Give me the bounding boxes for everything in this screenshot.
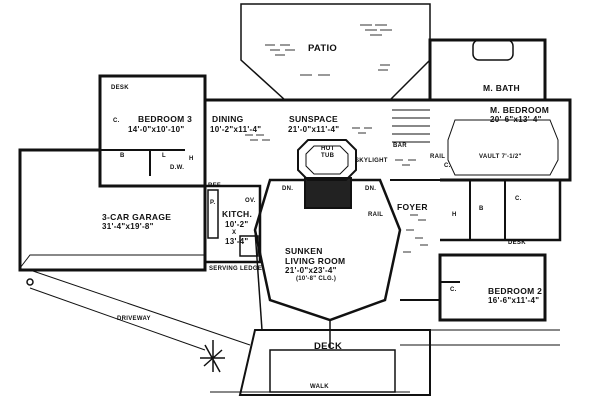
sunspace-size: 21'-0"x11'-4" [288,125,340,134]
master-bedroom-size: 20'-6"x13'-4" [490,115,542,124]
kitchen-size-1: 10'-2" [225,220,249,229]
living-room-walls [253,178,402,322]
closet-label-hall: C. [515,196,522,202]
bedroom3-size: 14'-0"x10'-10" [128,125,185,134]
hall-walls [440,178,562,242]
deck-step-lines [400,329,560,346]
bar-label: BAR [393,143,407,149]
vault-label: VAULT 7'-1/2" [479,154,522,160]
dining-label: DINING [212,114,244,124]
foyer-walls [390,179,440,301]
kitchen-size-2: 13'-4" [225,237,249,246]
master-bedroom-label: M. BEDROOM [490,105,550,115]
patio-label: PATIO [308,43,338,54]
kitchen-size-x: X [232,230,237,236]
closet-label-b3: C. [113,118,120,124]
foyer-label: FOYER [397,202,428,212]
bedroom2-size: 16'-6"x11'-4" [488,296,540,305]
living-size: 21'-0"x23'-4" [285,266,337,275]
closet-label-b2: C. [450,287,457,293]
garage-label: 3-CAR GARAGE [102,212,172,222]
desk-label-hall: DESK [508,240,526,246]
bath-label-hall: B [479,206,484,212]
hall-label-right: H [452,212,457,218]
bedroom3-label: BEDROOM 3 [138,114,193,124]
bedroom2-walls [438,253,547,322]
deck-label: DECK [314,341,343,352]
hot-tub-outline [297,139,357,181]
closet-label-mb: C. [444,163,451,169]
garage-marker-circle [26,278,34,286]
skylight-label: SKYLIGHT [355,158,388,164]
hot-tub-label-1: HOT [321,146,335,152]
living-label-1: SUNKEN [285,246,323,256]
living-label-2: LIVING ROOM [285,256,346,266]
garage-door-line [19,254,205,269]
ov-label: OV. [245,198,256,204]
linen-label-b3: L [162,153,166,159]
living-ceiling: (10'-8" CLG.) [296,276,337,282]
dn-label-2: DN. [365,186,377,192]
pantry-label: P. [210,200,216,206]
ref-label: REF. [208,183,223,189]
dw-label: D.W. [170,165,185,171]
kitchen-label: KITCH. [222,209,253,219]
master-bath-label: M. BATH [483,83,520,93]
bedroom3-desk-label: DESK [111,85,129,91]
bedroom2-label: BEDROOM 2 [488,286,543,296]
walk-label: WALK [310,384,329,390]
garage-size: 31'-4"x19'-8" [102,222,154,231]
dn-label-1: DN. [282,186,294,192]
hot-tub-label-2: TUB [321,153,335,159]
driveway-label: DRIVEWAY [117,316,151,322]
fireplace [304,177,352,209]
dining-size: 10'-2"x11'-4" [210,125,262,134]
plant-symbol [200,340,225,373]
sunspace-label: SUNSPACE [289,114,339,124]
bath-label-b3: B [120,153,125,159]
serving-ledge-label: SERVING LEDGE [209,266,263,272]
hall-label-b3: H [189,156,194,162]
driveway-edge [29,269,251,351]
rail-label-2: RAIL [430,154,446,160]
deck-outline [238,329,431,396]
rail-label-1: RAIL [368,212,384,218]
